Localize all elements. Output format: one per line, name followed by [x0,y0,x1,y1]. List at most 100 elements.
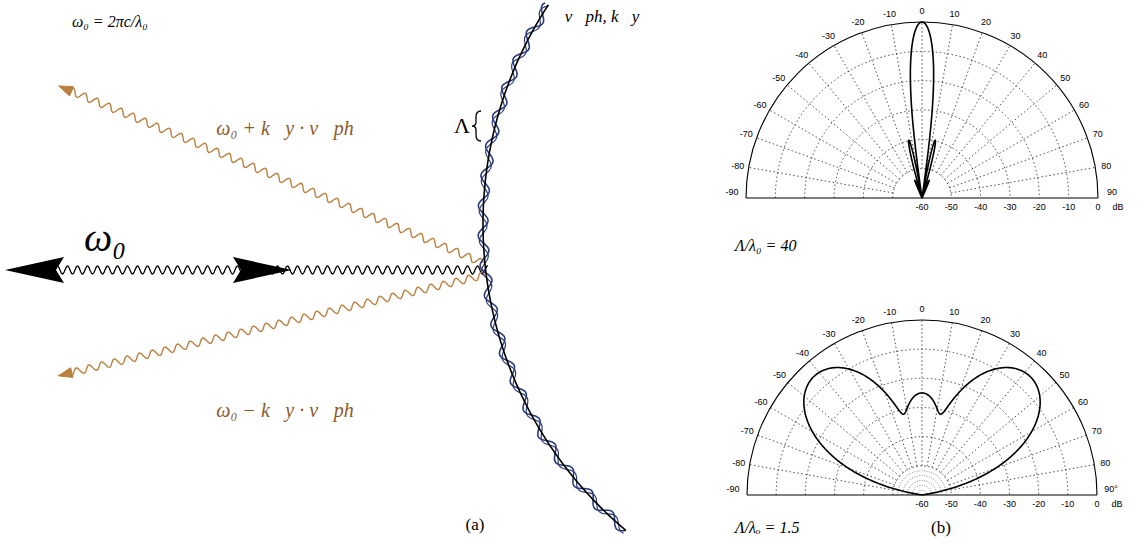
angle-tick: -90 [725,188,738,197]
period-brace [472,111,481,141]
angle-tick: 40 [1037,50,1047,59]
db-tick: -20 [1033,203,1046,212]
radiation-pattern [909,22,936,198]
db-tick: -30 [1003,203,1016,212]
scattered-wave [65,88,483,263]
grid-spoke [862,33,912,171]
db-tick: 0 [1095,203,1100,212]
angle-tick: 0 [919,7,924,16]
grid-ring [747,320,1097,495]
radiation-pattern [804,368,1040,495]
angle-tick: -30 [822,32,835,41]
angle-tick: -10 [883,9,896,18]
angle-tick: 50 [1059,371,1069,380]
db-tick: -60 [915,203,928,212]
grid-spoke [941,63,1035,175]
grid-ring [775,51,1068,198]
db-tick: -60 [915,500,928,509]
grid-spoke [932,331,982,468]
angle-tick: -40 [795,50,808,59]
grid-spoke [944,85,1056,179]
period-label: Λ [454,115,470,137]
angle-tick: 20 [981,18,991,27]
arrowhead [5,257,64,283]
angle-tick: -60 [754,398,767,407]
grid-spoke [809,63,903,175]
grid-ring [776,349,1068,495]
db-tick: -20 [1032,500,1045,509]
panel-label: (a) [466,516,485,533]
db-tick: -40 [974,203,987,212]
grid-spoke [922,22,923,169]
grid-spoke [892,323,917,467]
angle-tick: -40 [796,348,809,357]
grid-spoke [770,110,897,183]
grid-spoke [927,25,952,169]
surface-ripple [478,3,626,531]
mirror-surface [483,5,626,530]
grid-spoke [947,408,1073,481]
angle-tick: -50 [772,73,785,82]
angle-tick: 60 [1078,398,1088,407]
db-tick: -40 [974,500,987,509]
scattering-sketch [5,3,626,533]
grid-spoke [750,465,894,490]
db-unit: dB [1111,500,1122,509]
angle-tick: -90 [726,485,739,494]
grid-spoke [891,25,916,169]
angle-tick: 80 [1101,161,1111,170]
angle-tick: 10 [949,9,959,18]
angle-tick: -80 [732,458,745,467]
grid-spoke [941,361,1035,473]
db-unit: dB [1112,203,1123,212]
db-tick: 0 [1094,500,1099,509]
scattered-wave [66,272,485,376]
db-tick: -10 [1062,203,1075,212]
polar-plot [746,22,1098,198]
grid-spoke [787,85,899,179]
arrowhead [233,257,292,283]
grid-spoke [950,138,1088,188]
grid-spoke [834,46,907,173]
grid-spoke [927,323,952,467]
db-tick: -50 [945,500,958,509]
angle-tick: -10 [883,307,896,316]
angle-tick: 40 [1037,348,1047,357]
grid-spoke [810,361,904,473]
grid-spoke [758,435,895,485]
angle-tick: 60 [1079,100,1089,109]
angle-tick: 90 [1107,188,1117,197]
angle-tick: -80 [731,161,744,170]
panel-label: (b) [931,519,951,536]
angle-tick: 30 [1010,32,1020,41]
surface-ripple [479,5,623,533]
ratio-label: Λ/λₒ = 1.5 [735,520,799,536]
angle-tick: 70 [1092,427,1102,436]
grid-spoke [862,331,912,468]
grid-spoke [937,46,1010,173]
angle-tick: 20 [981,316,991,325]
db-tick: -30 [1003,500,1016,509]
angle-tick: 50 [1060,73,1070,82]
angle-tick: 90° [1104,485,1118,494]
grid-spoke [770,408,896,481]
downshifted-frequency: ω₀ − k⃗y · v⃗ph [216,400,353,420]
grid-spoke [749,167,893,192]
angle-tick: -30 [822,329,835,338]
angle-tick: -60 [754,100,767,109]
upshifted-frequency: ω₀ + k⃗y · v⃗ph [216,118,353,138]
angle-tick: 0 [919,305,924,314]
grid-spoke [949,435,1086,485]
angle-tick: 10 [949,307,959,316]
polar-plot [747,320,1097,495]
grid-spoke [951,167,1095,192]
db-tick: -10 [1061,500,1074,509]
wave-vector-label: v⃗ph, k⃗y [565,8,640,25]
db-tick: -50 [945,203,958,212]
angle-tick: 30 [1010,329,1020,338]
frequency-equation: ω₀ = 2πc/λ₀ [72,14,148,30]
incident-frequency: ω₀ [84,218,126,258]
grid-spoke [932,33,982,171]
